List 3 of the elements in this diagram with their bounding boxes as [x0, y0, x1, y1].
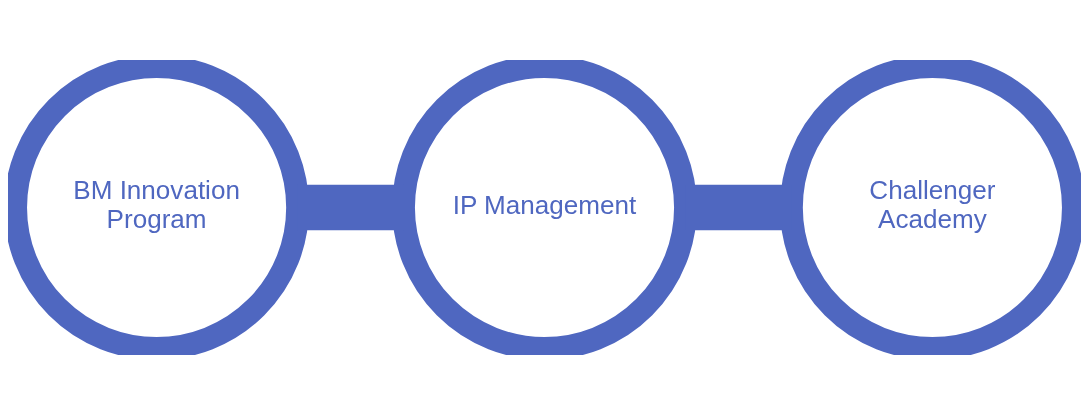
- node-circle: Challenger Academy: [780, 60, 1081, 355]
- node-circle: BM Innovation Program: [8, 60, 309, 355]
- node-circle: IP Management: [392, 60, 697, 355]
